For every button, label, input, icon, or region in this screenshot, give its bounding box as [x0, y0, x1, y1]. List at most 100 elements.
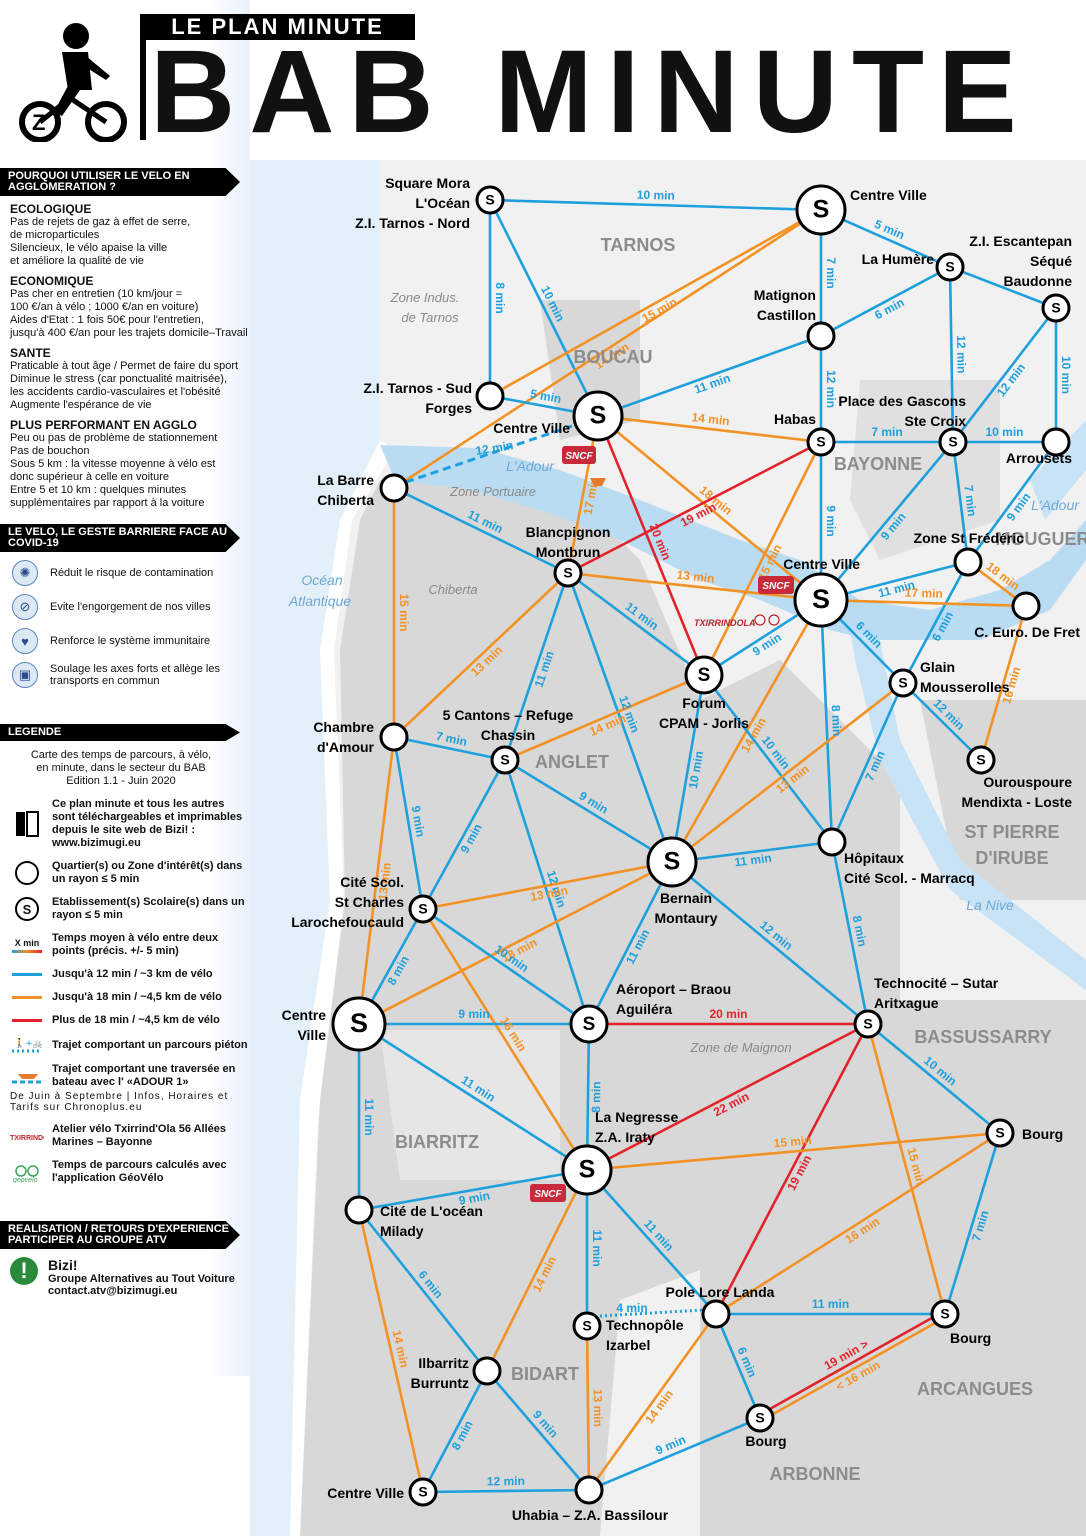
school-station-circle[interactable] — [793, 572, 849, 628]
school-station-circle[interactable] — [930, 1299, 960, 1329]
school-station-circle[interactable] — [561, 1144, 613, 1196]
station-circle[interactable] — [344, 1195, 374, 1225]
school-station-circle[interactable] — [888, 668, 918, 698]
school-station-circle[interactable] — [1041, 293, 1071, 323]
route-pole-lore-bourg-arbonne — [714, 1313, 762, 1419]
route-glain-hopitaux — [830, 682, 905, 843]
station-label: Montbrun — [536, 544, 601, 560]
school-station-circle[interactable] — [985, 1118, 1015, 1148]
route-time-label: 13 min — [375, 862, 393, 901]
school-station-circle[interactable] — [572, 390, 624, 442]
route-time-label: 8 min — [589, 1081, 603, 1113]
school-station-circle[interactable] — [795, 184, 847, 236]
station-pole-lore[interactable]: Pole Lore Landa — [666, 1284, 775, 1329]
station-circle[interactable] — [574, 1475, 604, 1505]
station-circle[interactable] — [953, 547, 983, 577]
station-circle[interactable] — [379, 722, 409, 752]
school-station-circle[interactable] — [331, 996, 387, 1052]
school-station-circle[interactable] — [806, 427, 836, 457]
school-station-circle[interactable] — [553, 558, 583, 588]
school-s-icon: S — [698, 665, 711, 686]
station-uhabia[interactable]: Uhabia – Z.A. Bassilour — [512, 1475, 669, 1523]
station-circle[interactable] — [701, 1299, 731, 1329]
station-circle[interactable] — [1041, 427, 1071, 457]
school-station-circle[interactable] — [569, 1004, 609, 1044]
station-circle[interactable] — [806, 321, 836, 351]
station-circle[interactable] — [379, 473, 409, 503]
quartier-circle-icon — [15, 861, 39, 885]
school-station-circle[interactable] — [572, 1311, 602, 1341]
svg-text:TXIRRINDOLA: TXIRRINDOLA — [10, 1135, 44, 1142]
station-circle[interactable] — [472, 1356, 502, 1386]
route-time-label: 9 min — [458, 1007, 489, 1021]
route-square-mora-centre-ville-tarnos — [489, 198, 822, 212]
route-centre-ville-boucau-habas — [597, 414, 822, 444]
station-arrousets[interactable]: Arrousets — [1006, 427, 1072, 466]
route-habas-forum — [702, 441, 823, 676]
school-station-circle[interactable] — [853, 1009, 883, 1039]
school-station-circle[interactable] — [646, 836, 698, 888]
school-station-circle[interactable] — [684, 655, 724, 695]
svg-text:SNCF: SNCF — [534, 1189, 562, 1200]
school-station-circle[interactable] — [475, 185, 505, 215]
school-station-circle[interactable] — [938, 427, 968, 457]
station-c-euro-fret[interactable]: C. Euro. De Fret — [974, 591, 1080, 640]
legend-orange: Jusqu'à 18 min / ~4,5 km de vélo — [10, 991, 250, 1004]
route-centre-ville-bayonne-hopitaux — [819, 599, 834, 843]
bateau-info: De Juin à Septembre | Infos, Horaires et… — [10, 1091, 229, 1113]
contact-email[interactable]: contact.atv@bizimugi.eu — [48, 1285, 178, 1297]
school-station-circle[interactable] — [408, 894, 438, 924]
info-panel: POURQUOI UTILISER LE VELO EN AGGLOMERATI… — [0, 160, 250, 1536]
school-station-circle[interactable] — [745, 1403, 775, 1433]
school-station-circle[interactable] — [408, 1477, 438, 1507]
school-station-circle[interactable] — [490, 745, 520, 775]
legend-quartier: Quartier(s) ou Zone d'intérêt(s) dans un… — [10, 860, 250, 886]
station-circle[interactable] — [475, 381, 505, 411]
station-circle[interactable] — [817, 827, 847, 857]
legend-heading: LEGENDE — [0, 724, 240, 741]
school-station-circle[interactable] — [935, 252, 965, 282]
station-circle[interactable] — [1011, 591, 1041, 621]
route-time-label: 12 min — [487, 1474, 525, 1488]
school-station-circle[interactable] — [966, 745, 996, 775]
route-blancpignon-5-cantons — [503, 572, 570, 761]
station-la-humere[interactable]: SLa Humère — [862, 251, 965, 282]
station-zone-st-frederic[interactable]: Zone St Frédéric — [914, 530, 1025, 577]
route-negresse-bourg-bassussarry — [586, 1131, 1001, 1172]
route-time-label: 8 min — [850, 914, 870, 947]
route-bernain-centre-ville-biarritz — [358, 860, 673, 1026]
